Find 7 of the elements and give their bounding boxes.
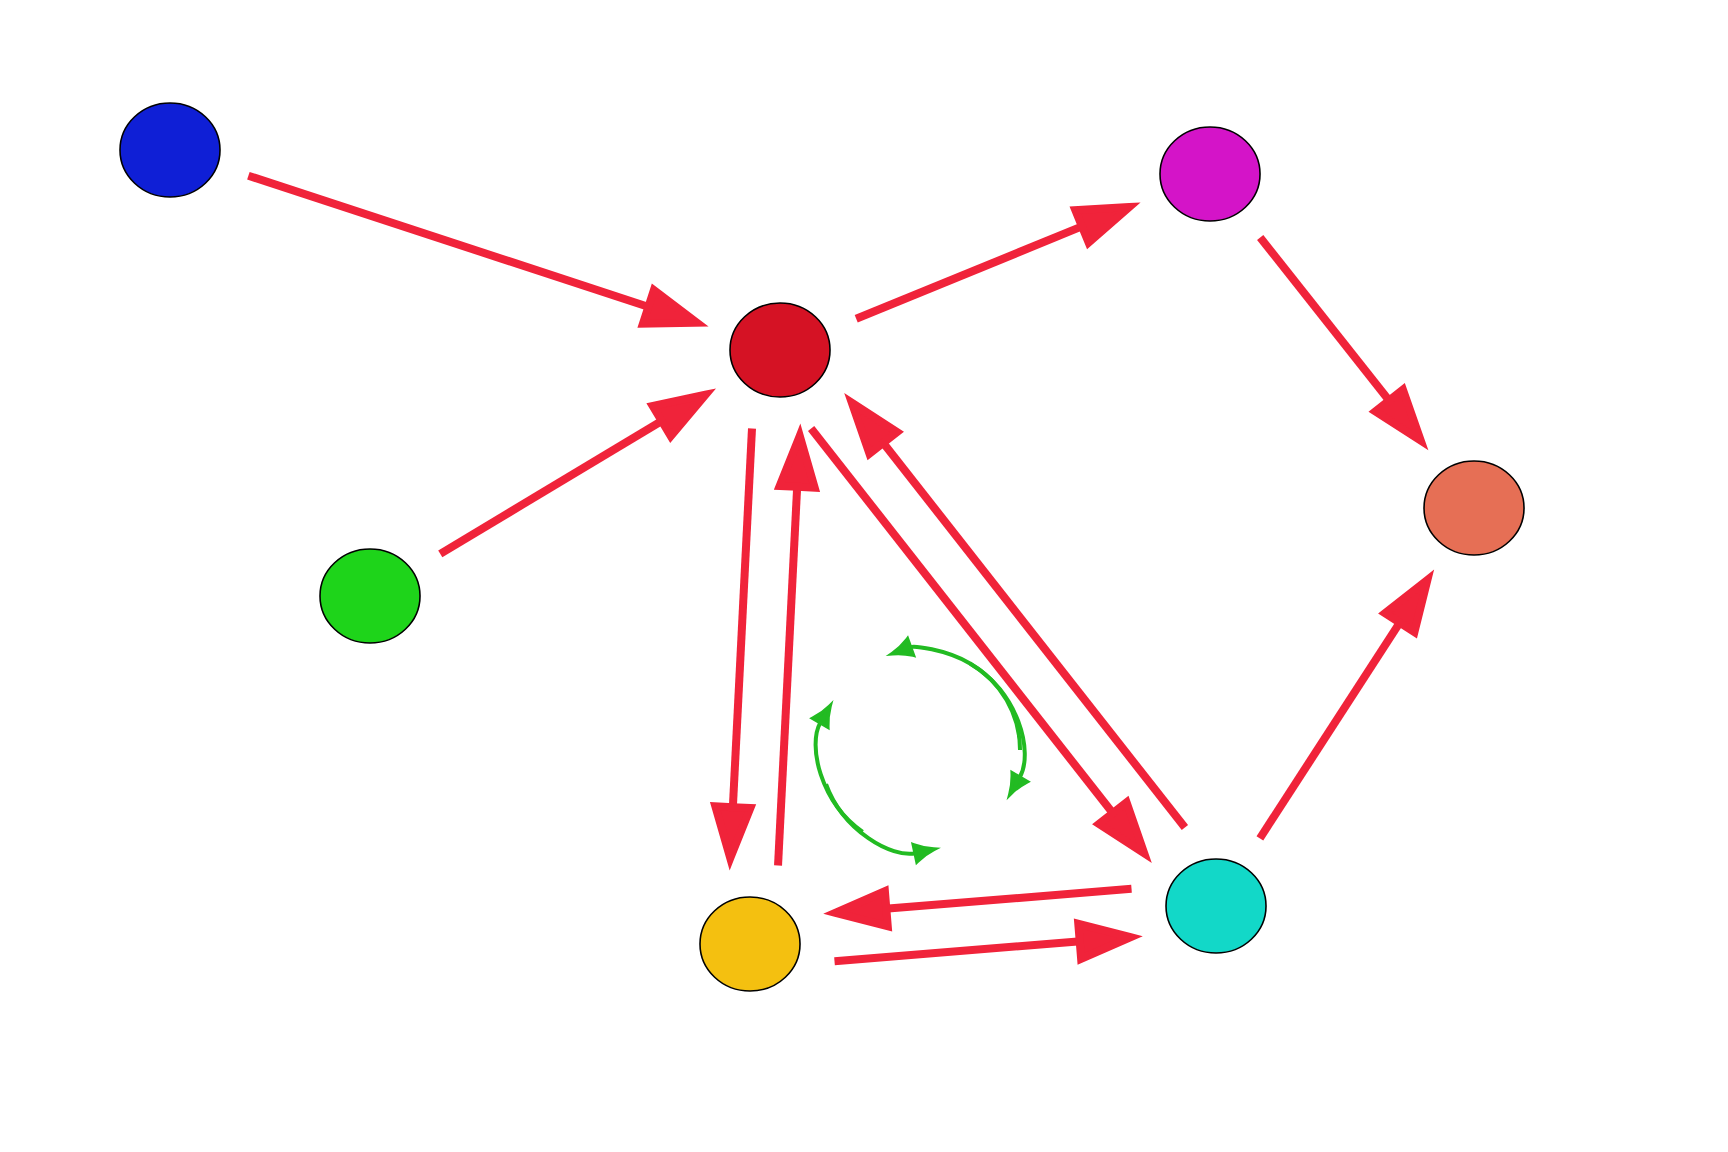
circle-node xyxy=(119,102,221,198)
circle-node xyxy=(729,302,831,398)
circle-node xyxy=(1159,126,1261,222)
circle-node xyxy=(1423,460,1525,556)
circle-node xyxy=(1165,858,1267,954)
circle-node xyxy=(319,548,421,644)
circle-node xyxy=(699,896,801,992)
